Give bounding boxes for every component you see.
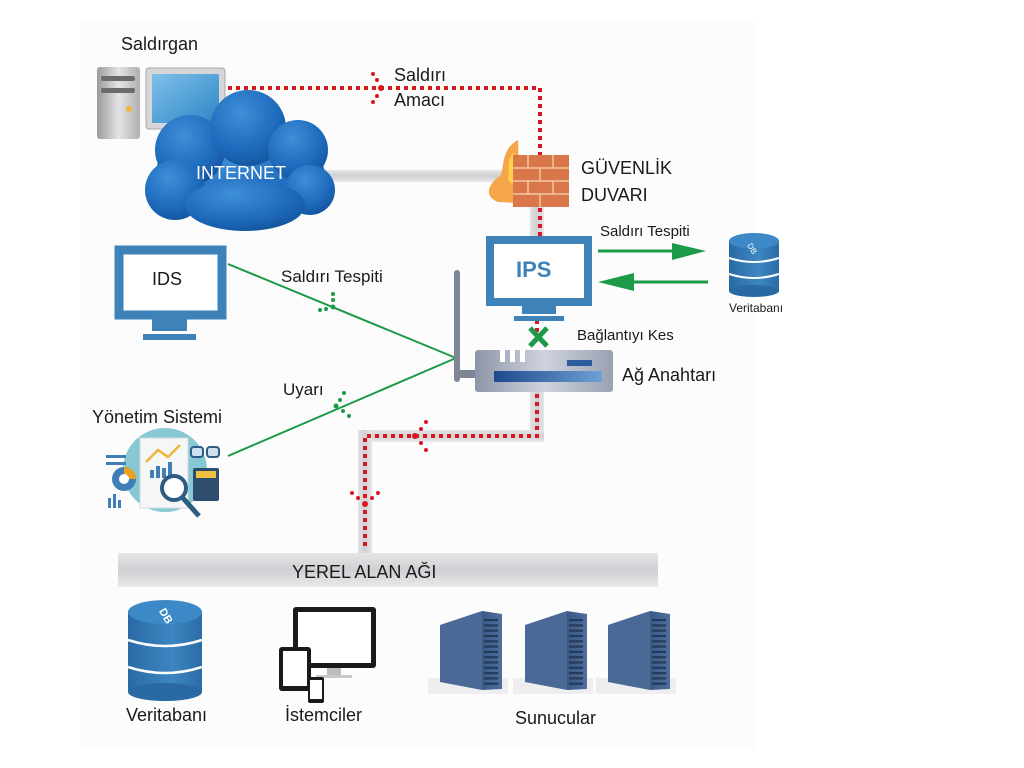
- ids-label: IDS: [152, 269, 183, 289]
- lan-bus: [118, 553, 658, 587]
- ips-database-label: Veritabanı: [729, 301, 784, 315]
- management-switch-line: [227, 357, 457, 457]
- attack-target-label-line1: Saldırı: [394, 65, 447, 85]
- firewall-label-line2: DUVARI: [581, 185, 648, 205]
- firewall-ips-pipe: [530, 205, 544, 240]
- switch-label: Ağ Anahtarı: [622, 365, 717, 385]
- arrowhead-left-icon: [598, 273, 634, 291]
- devices-icon: [279, 607, 376, 703]
- clients-label: İstemciler: [285, 705, 363, 725]
- firewall-icon: [488, 140, 569, 207]
- arrowhead-right-icon: [672, 243, 706, 260]
- attack-direction-markers: [350, 72, 428, 507]
- lan-vertical-pipe: [358, 430, 372, 555]
- database-icon: [127, 600, 203, 701]
- firewall-label-line1: GÜVENLİK: [581, 158, 673, 178]
- ips-detection-label: Saldırı Tespiti: [600, 223, 690, 240]
- cut-connection-icon: [528, 326, 549, 348]
- attack-arrow-left: [412, 420, 428, 452]
- desktop-computer-icon: [97, 67, 226, 143]
- signal-lines: [227, 263, 457, 457]
- ids-detection-label: Saldırı Tespiti: [281, 267, 383, 286]
- alert-label: Uyarı: [283, 380, 324, 399]
- lan-label: YEREL ALAN AĞI: [292, 562, 437, 582]
- internet-firewall-pipe: [300, 170, 515, 182]
- network-switch-icon: [454, 270, 613, 392]
- ids-switch-line: [227, 263, 457, 359]
- ids-monitor: [114, 245, 227, 340]
- ips-monitor: [486, 236, 592, 321]
- servers-label: Sunucular: [515, 708, 597, 728]
- switch-down-pipe: [530, 392, 544, 438]
- attack-arrow-right: [371, 72, 384, 104]
- management-label: Yönetim Sistemi: [92, 407, 223, 427]
- attack-target-label-line2: Amacı: [394, 90, 446, 110]
- server-tower-icon: [513, 611, 593, 694]
- servers-group: [428, 611, 676, 694]
- server-tower-icon: [596, 611, 676, 694]
- database-icon: [728, 233, 780, 297]
- internet-label: INTERNET: [196, 163, 286, 183]
- signal-markers: [318, 292, 351, 418]
- ips-label: IPS: [516, 257, 552, 282]
- analytics-icon: [106, 428, 220, 518]
- cloud-icon: [145, 90, 335, 231]
- cut-connection-label: Bağlantıyı Kes: [577, 327, 674, 344]
- ips-db-arrows: [598, 243, 708, 291]
- attack-path-lower: [363, 394, 539, 548]
- server-tower-icon: [428, 611, 508, 694]
- lan-database-label: Veritabanı: [126, 705, 208, 725]
- attack-arrow-down: [350, 491, 380, 507]
- attacker-label: Saldırgan: [121, 34, 199, 54]
